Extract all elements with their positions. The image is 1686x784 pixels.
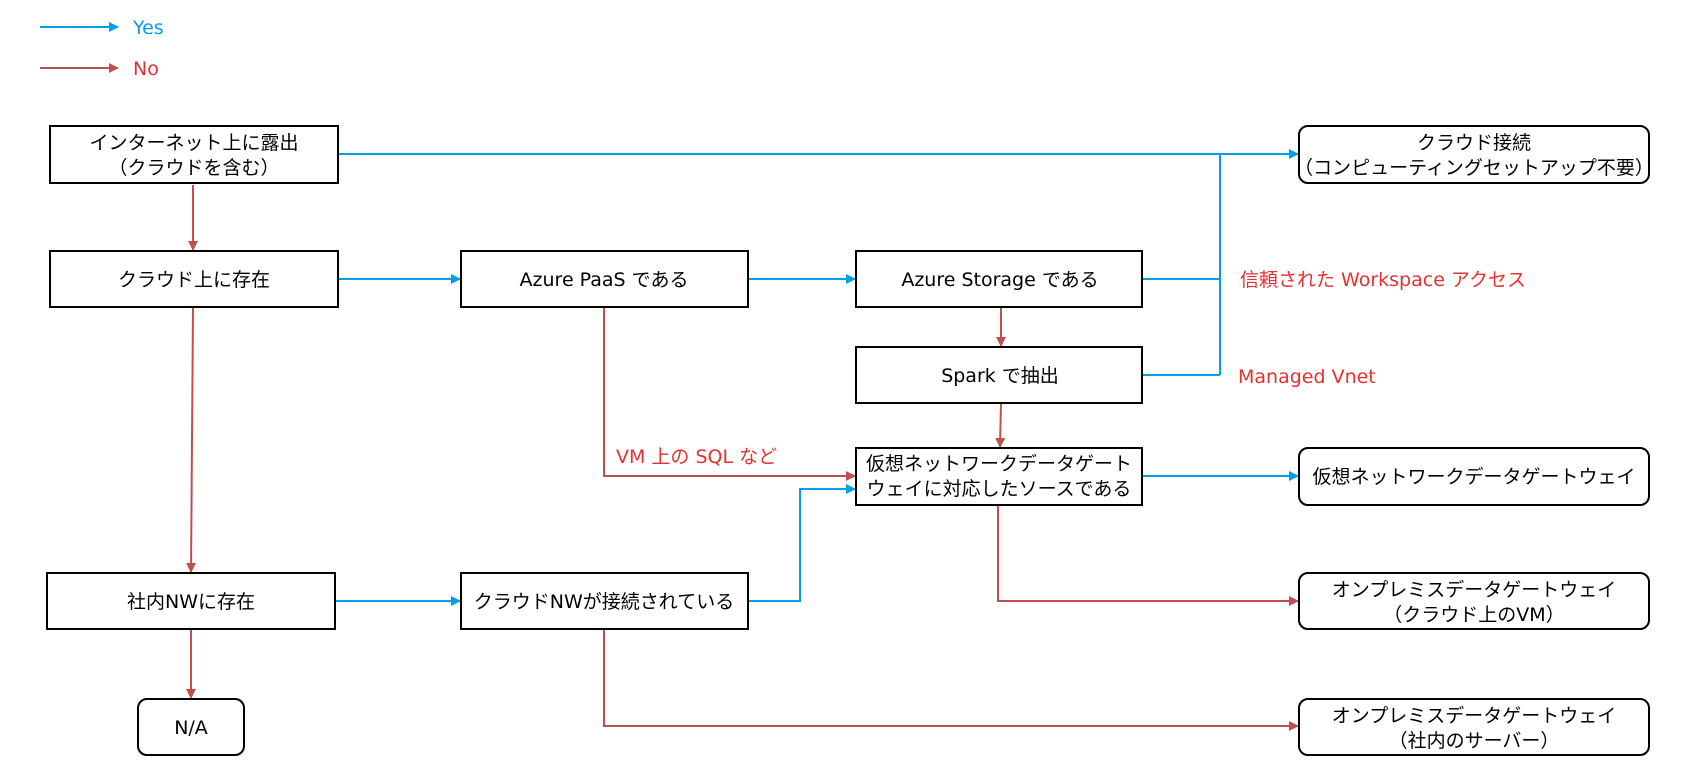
node-on-premises: 社内NWに存在: [46, 572, 336, 630]
node-onprem-gateway-server-line2: （社内のサーバー）: [1389, 730, 1560, 752]
edge-label-managed-vnet: Managed Vnet: [1238, 366, 1376, 388]
node-on-cloud-label: クラウド上に存在: [118, 269, 270, 291]
node-vnet-gateway-source: 仮想ネットワークデータゲート ウェイに対応したソースである: [855, 447, 1143, 506]
node-vnet-gateway-source-line2: ウェイに対応したソースである: [867, 478, 1132, 500]
node-cloud-nw-connected-label: クラウドNWが接続されている: [474, 591, 734, 613]
legend: Yes No: [40, 17, 164, 80]
node-azure-paas: Azure PaaS である: [460, 250, 749, 308]
node-na-label: N/A: [174, 717, 208, 739]
edge-cloud-nw-to-vnet-source: [748, 484, 856, 602]
node-azure-storage-label: Azure Storage である: [901, 269, 1098, 291]
node-onprem-gateway-cloud-vm-line1: オンプレミスデータゲートウェイ: [1332, 579, 1616, 601]
node-vnet-data-gateway: 仮想ネットワークデータゲートウェイ: [1298, 447, 1650, 506]
node-onprem-gateway-cloud-vm-line2: （クラウド上のVM）: [1383, 604, 1564, 626]
node-cloud-connection-line1: クラウド接続: [1417, 132, 1531, 154]
node-na: N/A: [137, 698, 245, 756]
node-onprem-gateway-server-line1: オンプレミスデータゲートウェイ: [1332, 705, 1616, 727]
no-connectors: [186, 185, 1299, 731]
node-internet-exposed: インターネット上に露出 （クラウドを含む）: [49, 125, 339, 184]
node-spark-extract-label: Spark で抽出: [941, 365, 1059, 387]
node-vnet-data-gateway-label: 仮想ネットワークデータゲートウェイ: [1312, 466, 1635, 488]
node-vnet-gateway-source-line1: 仮想ネットワークデータゲート: [866, 453, 1132, 475]
yes-connectors: [335, 149, 1299, 606]
node-on-cloud: クラウド上に存在: [49, 250, 339, 308]
edge-paas-to-vnet-source: [603, 307, 856, 481]
edge-label-sql-on-vm: VM 上の SQL など: [616, 446, 777, 468]
edge-on-cloud-to-on-premises: [186, 306, 197, 573]
node-internet-exposed-line1: インターネット上に露出: [89, 132, 298, 154]
edge-spark-to-vnet-source: [995, 402, 1006, 448]
node-on-premises-label: 社内NWに存在: [127, 591, 255, 613]
node-azure-storage: Azure Storage である: [855, 250, 1143, 308]
edge-label-trusted-workspace: 信頼された Workspace アクセス: [1240, 269, 1526, 291]
node-spark-extract: Spark で抽出: [855, 346, 1143, 404]
node-cloud-connection: クラウド接続 （コンピューティングセットアップ不要）: [1294, 125, 1654, 184]
legend-yes-label: Yes: [132, 17, 164, 39]
edge-cloud-nw-to-onprem-gateway-server: [603, 629, 1299, 731]
node-azure-paas-label: Azure PaaS である: [520, 269, 689, 291]
node-onprem-gateway-cloud-vm: オンプレミスデータゲートウェイ （クラウド上のVM）: [1298, 572, 1650, 630]
edge-vnet-source-to-onprem-gateway-vm: [997, 505, 1299, 606]
legend-no-label: No: [133, 58, 159, 80]
node-cloud-nw-connected: クラウドNWが接続されている: [460, 572, 749, 630]
node-onprem-gateway-server: オンプレミスデータゲートウェイ （社内のサーバー）: [1298, 698, 1650, 756]
node-internet-exposed-line2: （クラウドを含む）: [108, 157, 279, 179]
node-cloud-connection-line2: （コンピューティングセットアップ不要）: [1294, 157, 1654, 179]
